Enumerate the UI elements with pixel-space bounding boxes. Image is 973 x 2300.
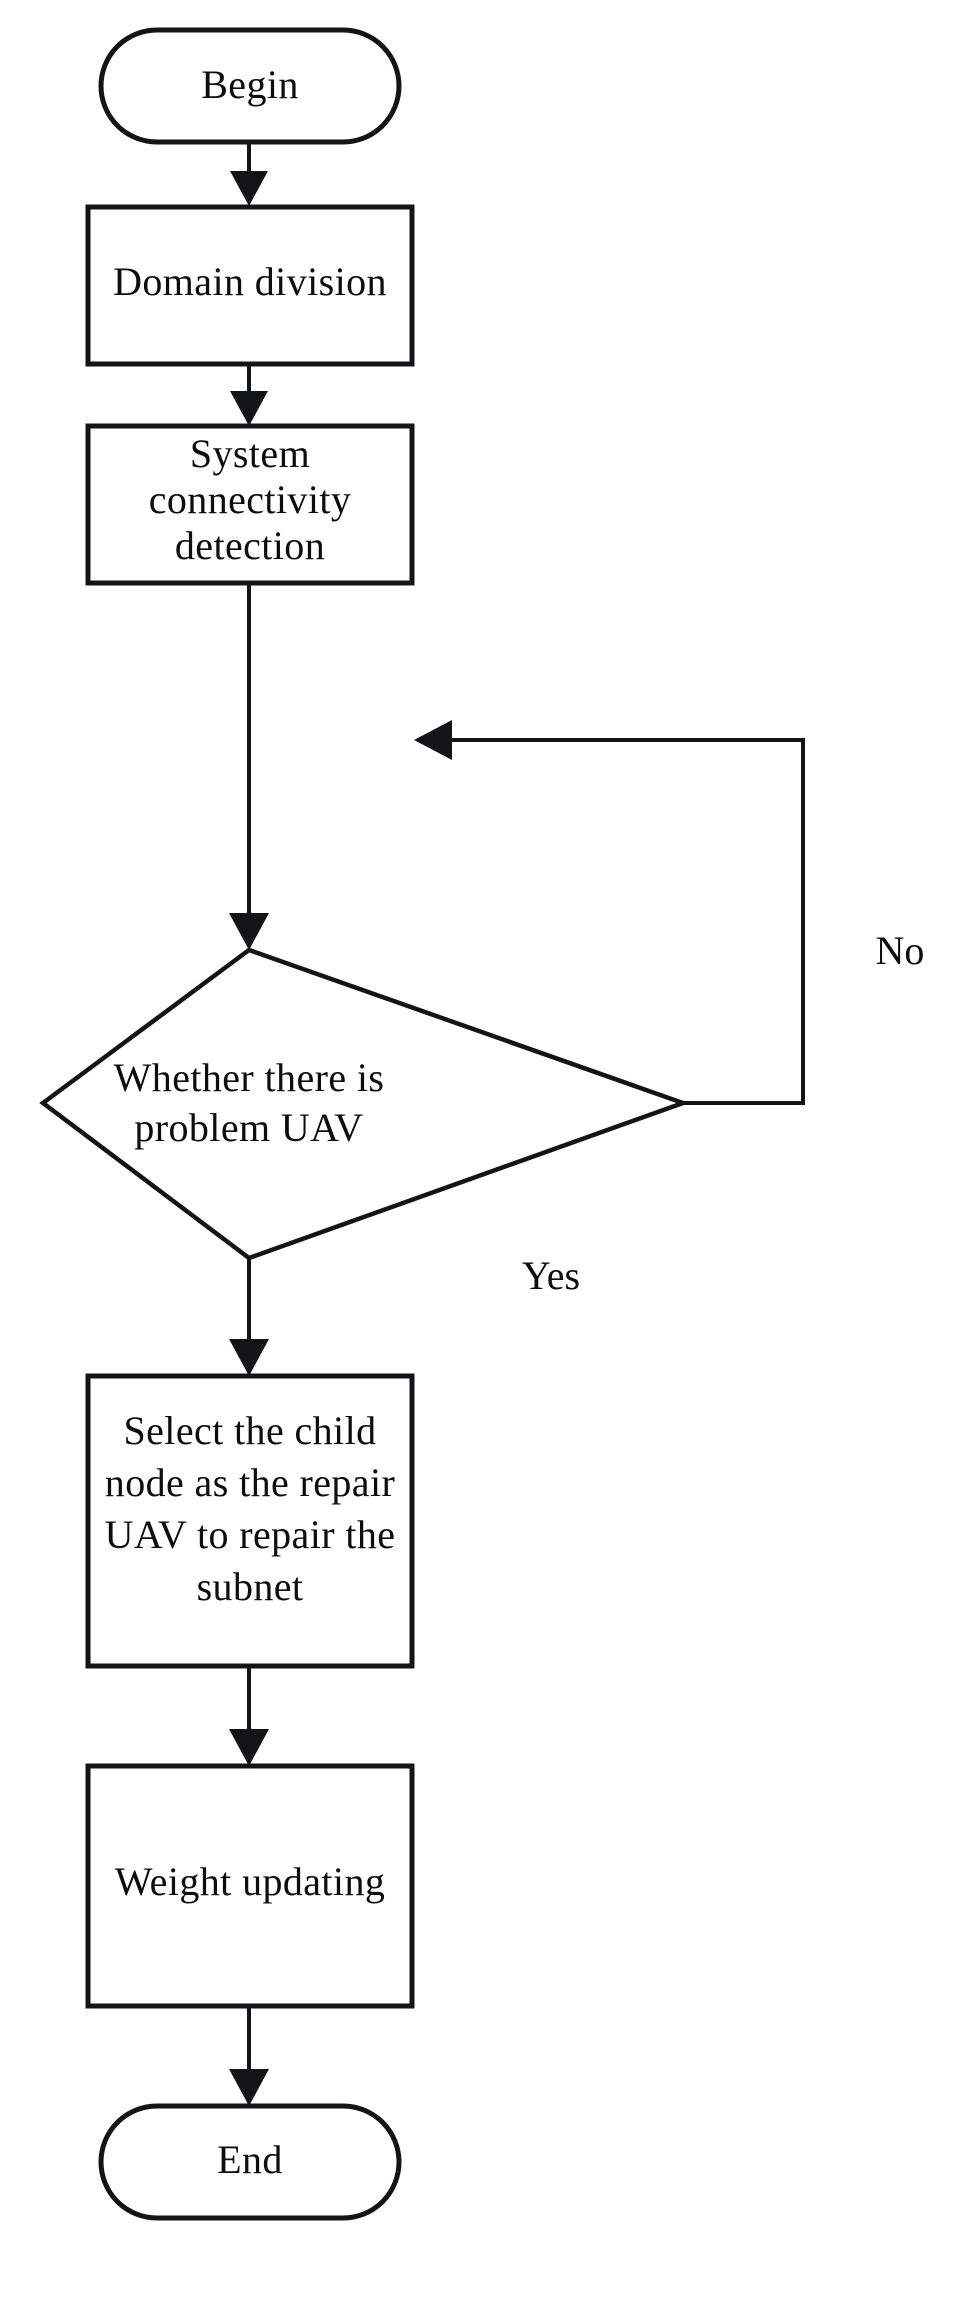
edge-label-no: No xyxy=(876,928,925,973)
node-whether-problem-uav[interactable]: Whether there is problem UAV xyxy=(39,947,690,1261)
node-domain-division[interactable]: Domain division xyxy=(85,204,415,367)
connector-weight-updating-to-end xyxy=(229,2005,269,2106)
connector-begin-to-domain-division xyxy=(230,142,268,206)
node-system-connectivity-detection[interactable]: System connectivity detection xyxy=(85,423,415,586)
node-domain-division-label: Domain division xyxy=(113,259,387,304)
connector-select-child-node-to-weight-updating xyxy=(229,1665,269,1766)
node-begin[interactable]: Begin xyxy=(98,27,402,145)
node-select-child-node[interactable]: Select the child node as the repair UAV … xyxy=(85,1373,415,1669)
node-weight-updating-label: Weight updating xyxy=(115,1859,386,1904)
node-select-child-node-label-line-3: UAV to repair the xyxy=(105,1512,396,1557)
edge-label-yes: Yes xyxy=(522,1253,580,1298)
node-end-label: End xyxy=(217,2137,283,2182)
node-select-child-node-label-line-1: Select the child xyxy=(124,1408,377,1453)
node-whether-problem-uav-label-line-1: Whether there is xyxy=(114,1055,385,1100)
node-select-child-node-label-line-4: subnet xyxy=(197,1564,304,1609)
node-system-connectivity-detection-label-line-2: connectivity xyxy=(149,477,352,522)
node-select-child-node-label-line-2: node as the repair xyxy=(105,1460,395,1505)
node-whether-problem-uav-label-line-2: problem UAV xyxy=(134,1105,363,1150)
connector-domain-division-to-system-connectivity xyxy=(230,363,268,426)
node-weight-updating[interactable]: Weight updating xyxy=(85,1763,415,2009)
node-end[interactable]: End xyxy=(98,2103,402,2221)
node-begin-label: Begin xyxy=(201,62,299,107)
node-system-connectivity-detection-label-line-3: detection xyxy=(175,523,325,568)
connector-system-connectivity-to-decision xyxy=(229,583,269,950)
connector-decision-yes-to-select-child-node xyxy=(229,1258,269,1376)
node-system-connectivity-detection-label-line-1: System xyxy=(190,431,310,476)
connector-decision-no-feedback xyxy=(414,720,805,1105)
